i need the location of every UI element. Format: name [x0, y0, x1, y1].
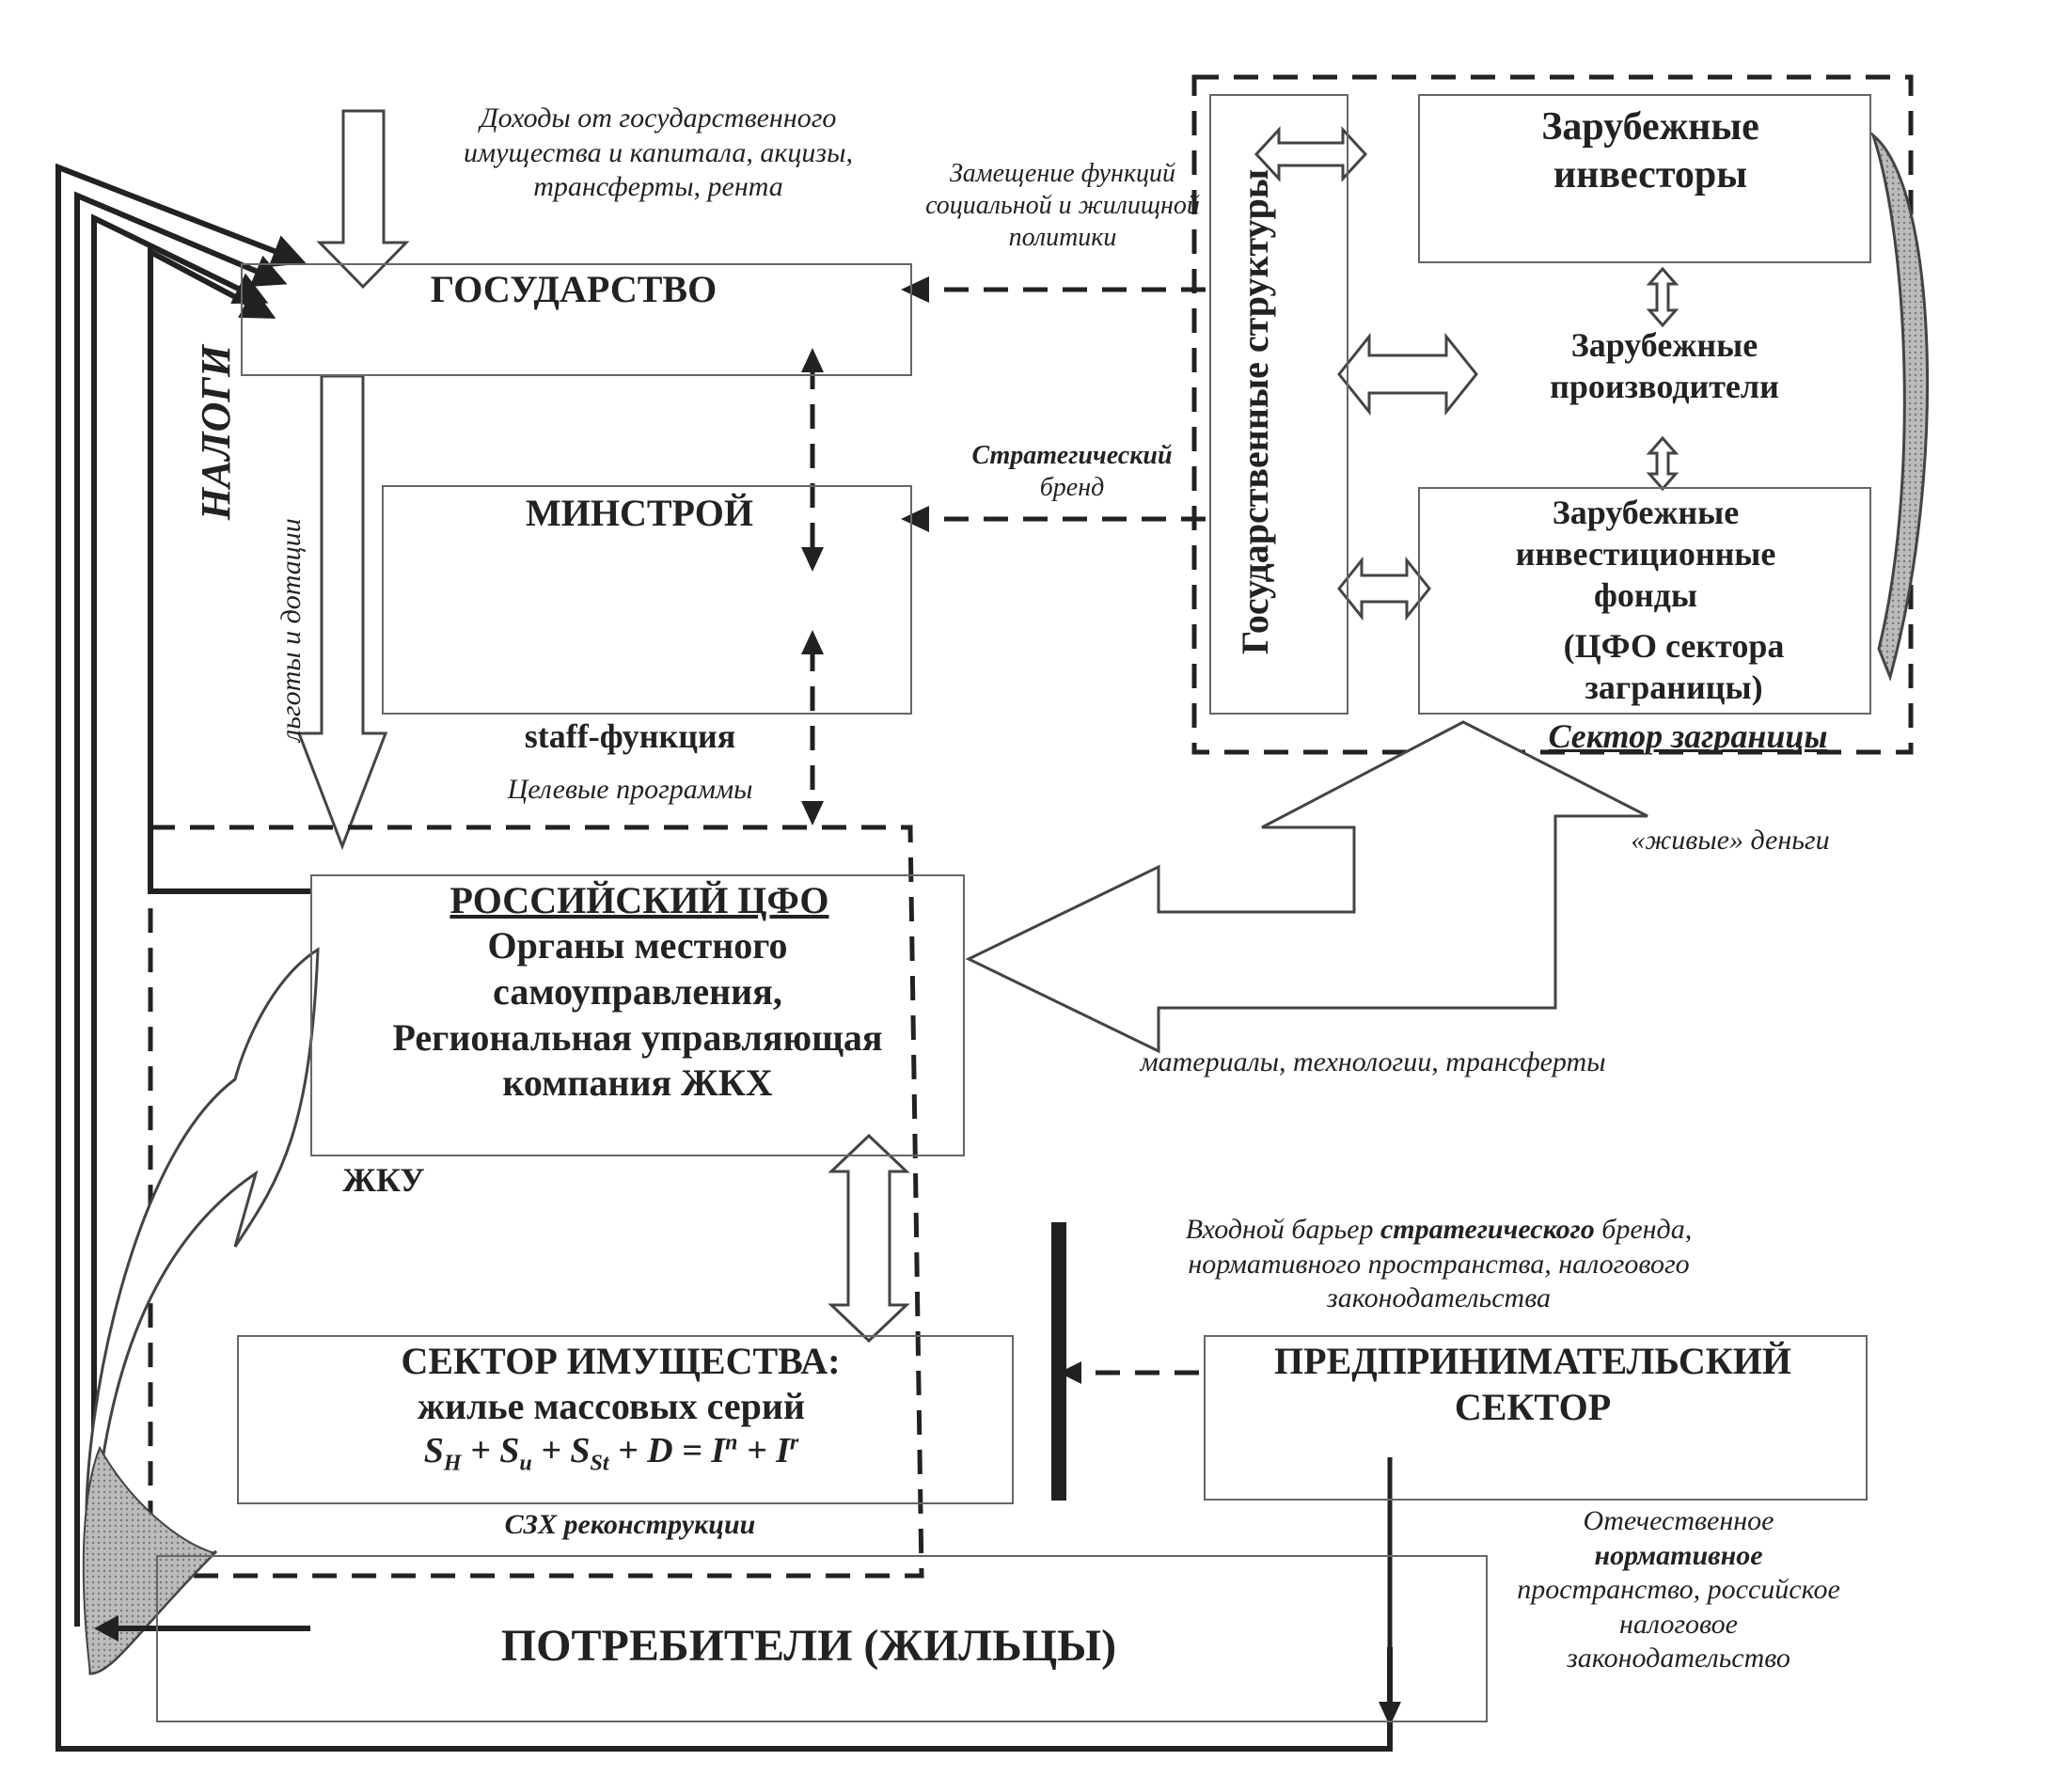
income-arrow: [316, 109, 410, 290]
foreign-return-curve: [1869, 131, 1930, 682]
cfo-property-arrow: [828, 1133, 910, 1344]
foreign-sector-frame: [1191, 74, 1914, 755]
state-label: ГОСУДАРСТВО: [430, 268, 718, 310]
state-box: [241, 263, 912, 376]
materials-label: материалы, технологии, трансферты: [1140, 1046, 1606, 1077]
consumers-box: [156, 1555, 1488, 1722]
consumers-label: ПОТРЕБИТЕЛИ (ЖИЛЬЦЫ): [500, 1621, 1117, 1671]
foreign-funds-label: Зарубежные инвестиционные фонды: [1515, 494, 1776, 614]
zhku-label: ЖКУ: [342, 1161, 425, 1199]
property-formula: SH + Su + SSt + D = In + Ir: [423, 1430, 799, 1476]
property-sector-sub: жилье массовых серий: [417, 1385, 806, 1427]
live-money-label: «живые» деньги: [1631, 825, 1830, 856]
benefits-label: льготы и дотации: [276, 518, 307, 742]
russian-cfo-title: РОССИЙСКИЙ ЦФО: [449, 879, 829, 921]
function-substitution-label: Замещение функций социальной и жилищной …: [925, 159, 1200, 253]
taxes-label: НАЛОГИ: [193, 344, 239, 521]
russian-cfo-box: [310, 874, 965, 1156]
entry-barrier-label: Входной барьер стратегического бренда, н…: [1185, 1214, 1693, 1314]
gov-structures-box: [1209, 94, 1348, 715]
szh-reconstruction-label: СЗХ реконструкции: [504, 1509, 756, 1540]
property-sector-box: [237, 1335, 1014, 1504]
property-sector-title: СЕКТОР ИМУЩЕСТВА:: [401, 1340, 841, 1382]
gov-structures-label: Государственные структуры: [1234, 168, 1276, 655]
foreign-investors-box: [1418, 94, 1871, 263]
govstruct-producers-arrow: [1337, 332, 1478, 417]
minstroy-label: МИНСТРОЙ: [526, 492, 753, 534]
producers-funds-arrow: [1646, 435, 1679, 492]
domestic-normative-label: Отечественное нормативное пространство, …: [1517, 1505, 1840, 1674]
govstruct-investors-arrow: [1254, 126, 1368, 182]
cfo-foreign-arrow: [965, 720, 1648, 1054]
staff-function-label: staff-функция: [524, 717, 736, 755]
foreign-sector-label: Сектор заграницы: [1548, 717, 1828, 755]
govstruct-funds-arrow: [1337, 556, 1431, 621]
entry-barrier-bar: [1051, 1222, 1066, 1501]
minstroy-box: [382, 485, 912, 715]
foreign-investors-label: Зарубежные инвесторы: [1541, 105, 1759, 197]
foreign-funds-box: [1418, 487, 1871, 715]
entrepreneurial-sector-label: ПРЕДПРИНИМАТЕЛЬСКИЙ СЕКТОР: [1274, 1340, 1791, 1428]
foreign-producers-label: Зарубежные производители: [1550, 326, 1779, 405]
entrepreneurial-sector-box: [1204, 1335, 1868, 1501]
russian-cfo-body: Органы местного самоуправления, Регионал…: [392, 924, 883, 1105]
russian-cfo-frame: [148, 825, 924, 1579]
state-income-label: Доходы от государственного имущества и к…: [464, 102, 853, 203]
foreign-funds-sublabel: (ЦФО сектора заграницы): [1563, 627, 1785, 706]
benefits-arrow: [296, 374, 388, 851]
investors-producers-arrow: [1646, 266, 1679, 328]
target-programs-label: Целевые программы: [507, 774, 753, 805]
